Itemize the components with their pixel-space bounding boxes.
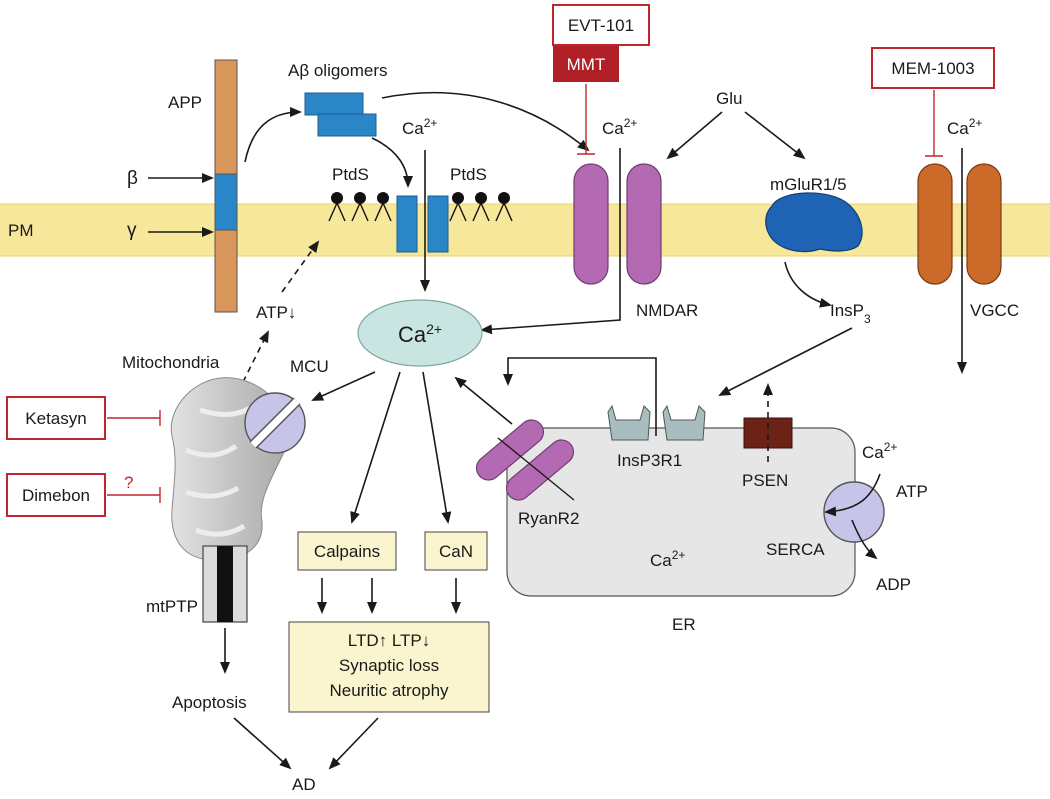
abeta-channel <box>427 195 449 253</box>
ca-vgcc-label: Ca2+ <box>947 116 982 138</box>
plasma-membrane <box>0 204 1050 256</box>
serca-pump <box>823 481 885 543</box>
ryanr2-label: RyanR2 <box>518 509 579 528</box>
outcome-synaptic-loss: Synaptic loss <box>339 656 439 675</box>
ptds-label-left: PtdS <box>332 165 369 184</box>
mmt-label: MMT <box>567 55 606 74</box>
psen-label: PSEN <box>742 471 788 490</box>
evt101-label: EVT-101 <box>568 16 634 35</box>
ptds-lipids <box>328 192 513 222</box>
ptds-tail <box>359 202 369 222</box>
ptds-tail <box>472 202 482 222</box>
can-label: CaN <box>439 542 473 561</box>
nmdar-subunit <box>573 163 609 285</box>
ptds-tail <box>449 202 459 222</box>
ptds-tail <box>382 202 392 222</box>
outcome-ltd-ltp: LTD↑ LTP↓ <box>348 631 431 650</box>
ad-label: AD <box>292 775 316 794</box>
glu-label: Glu <box>716 89 742 108</box>
gamma-secretase-label: γ <box>127 220 137 241</box>
calpains-box <box>297 531 397 571</box>
ptds-head <box>475 192 487 204</box>
ca-center-label: Ca2+ <box>398 321 442 347</box>
dimebon-question-mark: ? <box>124 473 133 492</box>
ca-abeta-channel-label: Ca2+ <box>402 116 437 138</box>
cytosolic-calcium <box>357 299 483 367</box>
ca-er-label: Ca2+ <box>650 548 685 570</box>
insp3r1-label: InsP3R1 <box>617 451 682 470</box>
ptds-tail <box>503 202 513 222</box>
ptds-head <box>452 192 464 204</box>
insp3-label: InsP3 <box>830 301 871 326</box>
mmt-box <box>553 46 619 82</box>
ptds-head <box>354 192 366 204</box>
ptds-tail <box>495 202 505 222</box>
ptds-tail <box>457 202 467 222</box>
ptds-head <box>377 192 389 204</box>
serca-label: SERCA <box>766 540 825 559</box>
app-label: APP <box>168 93 202 112</box>
mtptp-label: mtPTP <box>146 597 198 616</box>
psen-leak-channel <box>743 417 793 449</box>
abeta-oligomer-block <box>317 113 377 137</box>
nmdar-subunit <box>626 163 662 285</box>
ketasyn-label: Ketasyn <box>25 409 86 428</box>
ca-serca-label: Ca2+ <box>862 440 897 462</box>
calpains-label: Calpains <box>314 542 380 561</box>
abeta-channel <box>396 195 418 253</box>
atp-decrease-label: ATP↓ <box>256 303 296 322</box>
abeta-oligomer-block <box>304 92 364 116</box>
mem1003-box <box>871 47 995 89</box>
app-cleavage-segment <box>214 173 238 231</box>
ptds-label-right: PtdS <box>450 165 487 184</box>
mitochondria-label: Mitochondria <box>122 353 220 372</box>
ptds-tail <box>351 202 361 222</box>
ptds-head <box>331 192 343 204</box>
serca-atp-label: ATP <box>896 482 928 501</box>
ketasyn-box <box>6 396 106 440</box>
vgcc-subunit <box>917 163 953 285</box>
abeta-oligomers-label: Aβ oligomers <box>288 61 388 80</box>
synaptic-outcome-box <box>288 621 490 713</box>
nmdar-label: NMDAR <box>636 301 698 320</box>
mem1003-label: MEM-1003 <box>891 59 974 78</box>
can-box <box>424 531 488 571</box>
ptds-tail <box>336 202 346 222</box>
mglur-receptor <box>765 192 863 253</box>
vgcc-subunit <box>966 163 1002 285</box>
outcome-neuritic-atrophy: Neuritic atrophy <box>329 681 449 700</box>
pm-label: PM <box>8 221 34 240</box>
ptds-tail <box>480 202 490 222</box>
insp3r1-channel <box>607 404 651 441</box>
insp3r1-channel <box>662 404 706 441</box>
evt101-box <box>552 4 650 46</box>
dimebon-box <box>6 473 106 517</box>
ca-nmdar-label: Ca2+ <box>602 116 637 138</box>
serca-adp-label: ADP <box>876 575 911 594</box>
mglur-label: mGluR1/5 <box>770 175 847 194</box>
mcu-label: MCU <box>290 357 329 376</box>
ptds-tail <box>374 202 384 222</box>
beta-secretase-label: β <box>127 168 138 189</box>
dimebon-label: Dimebon <box>22 486 90 505</box>
er-label: ER <box>672 615 696 634</box>
ptds-head <box>498 192 510 204</box>
ptds-tail <box>328 202 338 222</box>
apoptosis-label: Apoptosis <box>172 693 247 712</box>
vgcc-label: VGCC <box>970 301 1019 320</box>
